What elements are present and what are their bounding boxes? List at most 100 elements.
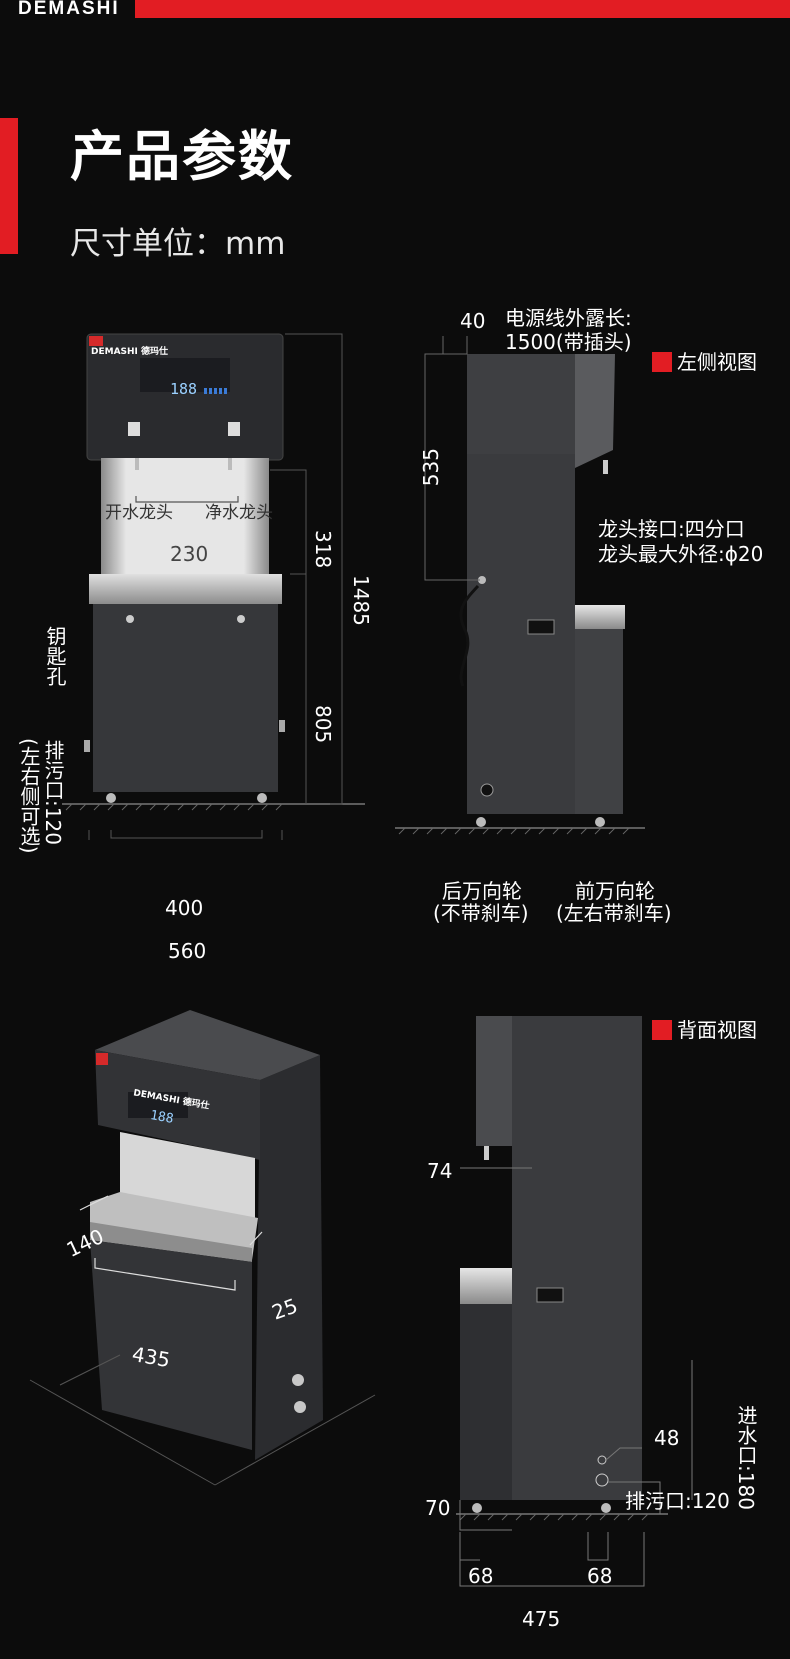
back-label-drain: 排污口:120 xyxy=(625,1489,730,1513)
back-tap xyxy=(484,1146,489,1160)
left-view-drawing xyxy=(395,336,645,835)
back-dim-right: 68 xyxy=(587,1564,613,1588)
dim-wheelbase-line xyxy=(110,830,263,839)
front-display-digits: 188 xyxy=(170,380,198,398)
back-dim-drain-line xyxy=(608,1481,661,1514)
power-cord xyxy=(459,584,480,687)
back-dim-right-line xyxy=(587,1532,609,1561)
back-dim-inlet-offset: 48 xyxy=(654,1426,680,1450)
back-dim-left: 68 xyxy=(468,1564,494,1588)
back-dim-inlet-line xyxy=(605,1447,642,1461)
iso-dim-width-line xyxy=(94,1258,236,1291)
side-wheel-front xyxy=(595,817,605,827)
dim-cord-height-line xyxy=(424,353,480,581)
iso-dim-depth-line xyxy=(79,1195,109,1211)
label-keyhole: 钥匙孔 xyxy=(43,626,67,686)
brand-logo: DEMASHI xyxy=(18,0,120,19)
back-dim-total-line xyxy=(459,1532,645,1587)
iso-dim-height-line xyxy=(249,1231,263,1246)
dim-front-width: 560 xyxy=(168,939,207,963)
cord-note-line2: 1500(带插头) xyxy=(505,330,632,354)
front-blue-indicators xyxy=(204,388,227,394)
back-dim-left-line xyxy=(459,1532,480,1561)
unit-note: 尺寸单位：mm xyxy=(70,226,286,262)
iso-cabinet xyxy=(90,1240,252,1450)
dim-lower-line xyxy=(290,573,307,804)
dim-upper-line xyxy=(270,469,307,574)
front-drip-tray xyxy=(89,574,282,604)
dim-tap-spacing: 230 xyxy=(170,542,209,566)
side-inlet xyxy=(480,783,494,797)
legend-back-view: 背面视图 xyxy=(677,1018,757,1042)
side-upper-body xyxy=(467,354,575,454)
front-wheel-right xyxy=(257,793,267,803)
back-dim-bottom-line xyxy=(459,1500,512,1531)
front-pure-button xyxy=(228,422,240,436)
tap-spacing-bracket xyxy=(135,496,239,503)
tap-interface: 龙头接口:四分口 xyxy=(598,517,745,541)
back-dim-tap-depth: 74 xyxy=(427,1159,453,1183)
side-cord-port xyxy=(478,576,486,584)
back-tray xyxy=(460,1268,512,1304)
back-cabinet xyxy=(460,1304,512,1500)
front-hot-button xyxy=(128,422,140,436)
legend-left-view: 左侧视图 xyxy=(677,350,757,374)
tap-max-diameter: 龙头最大外径:ϕ20 xyxy=(598,542,764,566)
dim-wheelbase: 400 xyxy=(165,896,204,920)
dim-total-line xyxy=(285,333,343,805)
brand-red-bar xyxy=(135,0,790,18)
front-pure-tap xyxy=(228,458,232,470)
back-view-drawing xyxy=(456,1016,693,1587)
iso-fitting-1 xyxy=(292,1374,304,1386)
label-hot-tap: 开水龙头 xyxy=(105,503,173,523)
iso-display xyxy=(128,1092,188,1118)
legend-marker-left-view xyxy=(652,352,672,372)
side-main-body xyxy=(467,454,575,814)
rear-caster-line1: 后万向轮 xyxy=(442,879,522,903)
front-wheel-left xyxy=(106,793,116,803)
dim-upper: 318 xyxy=(311,530,335,569)
brand-block xyxy=(0,0,135,22)
iso-red-badge xyxy=(96,1053,108,1065)
side-tap xyxy=(603,460,608,474)
back-wheel-right xyxy=(601,1503,611,1513)
back-wheel-left xyxy=(472,1503,482,1513)
front-cabinet xyxy=(93,604,278,792)
front-panel-brand: DEMASHI 德玛仕 xyxy=(91,347,169,357)
front-keyhole-left xyxy=(126,615,134,623)
back-body xyxy=(512,1016,642,1500)
cord-note-line1: 电源线外露长: xyxy=(505,306,632,330)
iso-right-side xyxy=(255,1055,323,1460)
rear-caster-line2: (不带刹车) xyxy=(433,901,529,925)
side-head xyxy=(575,354,615,468)
label-drain: 排污口:120 xyxy=(41,740,65,845)
front-caster-line2: (左右带刹车) xyxy=(556,901,672,925)
side-cabinet xyxy=(575,629,623,814)
front-keyhole-right xyxy=(237,615,245,623)
label-inlet: 进水口:180 xyxy=(734,1405,758,1510)
side-wheel-rear xyxy=(476,817,486,827)
dim-cord-offset-line xyxy=(442,336,468,355)
back-dim-bottom: 70 xyxy=(425,1496,451,1520)
front-view-drawing xyxy=(62,333,365,840)
iso-view-drawing xyxy=(29,1010,376,1486)
dim-cord-height: 535 xyxy=(419,448,443,487)
dim-lower: 805 xyxy=(311,705,335,744)
side-tray xyxy=(575,605,625,629)
label-pure-tap: 净水龙头 xyxy=(205,503,273,523)
back-dim-total: 475 xyxy=(522,1607,561,1631)
front-red-badge xyxy=(89,336,103,346)
side-handle xyxy=(527,619,555,635)
front-drain-left xyxy=(84,740,90,752)
front-hot-tap xyxy=(135,458,139,470)
back-drain xyxy=(595,1473,609,1487)
back-handle xyxy=(536,1287,564,1303)
legend-marker-back-view xyxy=(652,1020,672,1040)
dim-cord-offset: 40 xyxy=(460,309,486,333)
label-drain-note: (左右侧可选) xyxy=(17,738,41,854)
front-display xyxy=(140,358,230,392)
title-accent-bar xyxy=(0,118,18,254)
page-title: 产品参数 xyxy=(70,125,294,188)
iso-top xyxy=(95,1010,320,1080)
iso-fitting-2 xyxy=(294,1401,306,1413)
